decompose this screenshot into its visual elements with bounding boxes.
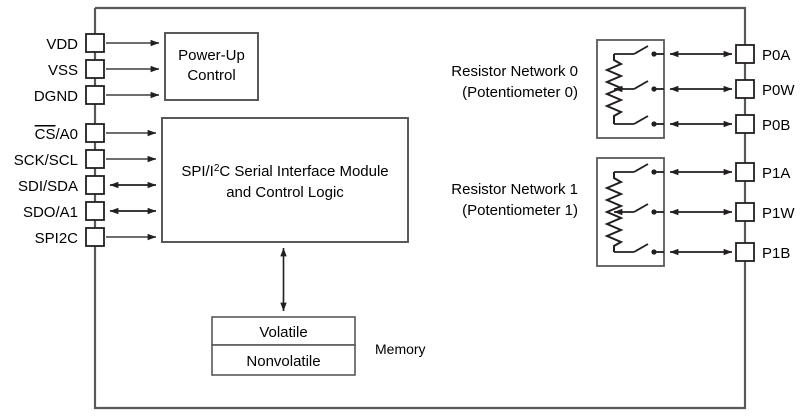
power-up-control-label-line1: Power-Up [178,47,245,64]
pin-spi2c-label: SPI2C [35,230,79,247]
pin-sck-scl-label: SCK/SCL [14,152,78,169]
serial-interface-label-line2: and Control Logic [226,184,344,201]
resistor-network-1: Resistor Network 1 (Potentiometer 1) [451,157,665,267]
memory-nonvolatile-label: Nonvolatile [246,353,320,370]
switch-p0a [633,45,664,57]
pin-cs-a0[interactable]: CS/A0 [35,123,157,143]
pin-p0b[interactable]: P0B [669,114,790,134]
pin-p1a[interactable]: P1A [669,162,790,182]
pin-cs-a0-suffix: /A0 [55,126,78,143]
resistor-network-0-label-line1: Resistor Network 0 [451,63,578,80]
pin-p0b-label: P0B [762,117,790,134]
power-up-control-label-line2: Control [187,67,235,84]
pin-dgnd-label: DGND [34,88,78,105]
pin-spi2c[interactable]: SPI2C [35,227,157,247]
pin-vss-label: VSS [48,62,78,79]
resistor-network-1-label-line1: Resistor Network 1 [451,181,578,198]
pin-sdi-sda[interactable]: SDI/SDA [18,175,157,195]
pin-p1b[interactable]: P1B [669,242,790,262]
power-up-control-block: Power-Up Control [164,32,259,101]
pin-sck-scl[interactable]: SCK/SCL [14,149,157,169]
pin-p1w[interactable]: P1W [669,202,795,222]
serial-interface-label-superscript: 2 [214,163,220,174]
switch-p0b [633,115,664,127]
resistor-network-1-label-line2: (Potentiometer 1) [462,202,578,219]
pin-sdi-sda-label: SDI/SDA [18,178,78,195]
resistor-network-0: Resistor Network 0 (Potentiometer 0) [451,39,665,139]
memory-volatile-label: Volatile [259,324,307,341]
pin-p0w[interactable]: P0W [669,79,795,99]
pin-p1a-label: P1A [762,165,790,182]
pin-cs-a0-label: CS/A0 [35,126,78,143]
resistor-network-0-label-line2: (Potentiometer 0) [462,84,578,101]
serial-interface-label-pre: SPI/I [181,163,214,180]
switch-p1b [633,243,664,255]
pin-p0a[interactable]: P0A [669,44,790,64]
pin-sdo-a1-label: SDO/A1 [23,204,78,221]
serial-interface-label-line1: SPI/I2C Serial Interface Module [181,163,388,180]
pin-vdd[interactable]: VDD [46,33,160,53]
serial-interface-block: SPI/I2C Serial Interface Module and Cont… [161,117,409,243]
serial-interface-label-post: C Serial Interface Module [219,163,388,180]
memory-caption: Memory [375,341,426,357]
pin-p0a-label: P0A [762,47,790,64]
switch-p1a [633,163,664,175]
switch-p0w [633,80,664,92]
device-outline [93,6,747,410]
pin-vdd-label: VDD [46,36,78,53]
memory-block: Volatile Nonvolatile Memory [211,247,426,376]
switch-p1w [633,203,664,215]
pin-p1w-label: P1W [762,205,795,222]
pin-dgnd[interactable]: DGND [34,85,160,105]
pin-p1b-label: P1B [762,245,790,262]
pin-p0w-label: P0W [762,82,795,99]
pin-vss[interactable]: VSS [48,59,160,79]
pin-sdo-a1[interactable]: SDO/A1 [23,201,157,221]
pin-cs-a0-overline: CS [35,126,56,143]
